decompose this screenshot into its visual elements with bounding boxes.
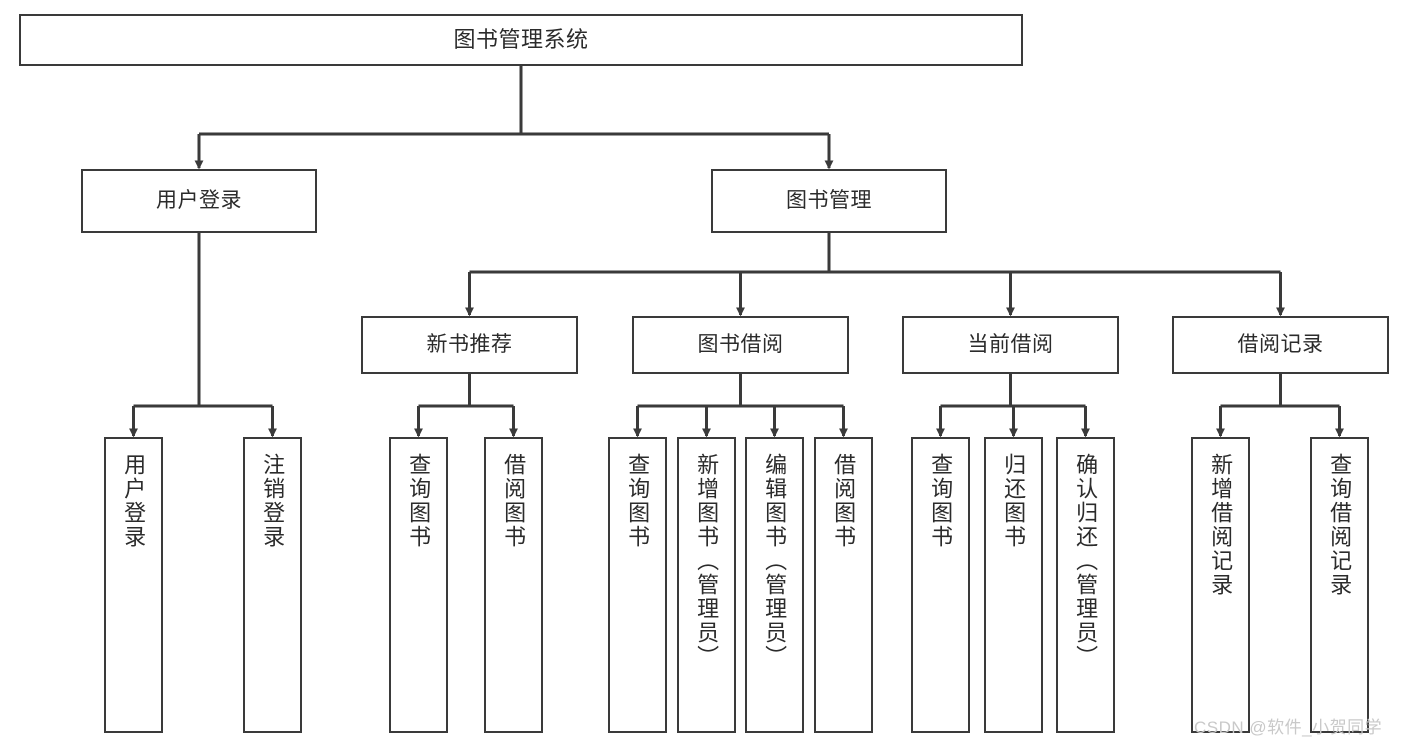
node-label-leaf-re-query: 查询借阅记录 — [1327, 453, 1353, 597]
node-label-leaf-nr-borrow: 借阅图书 — [501, 453, 527, 549]
node-label-leaf-bo-query: 查询图书 — [625, 453, 651, 549]
node-label-user-login: 用户登录 — [156, 189, 242, 213]
node-borrow[interactable]: 图书借阅 — [632, 316, 849, 374]
node-label-leaf-user-login: 用户登录 — [121, 453, 147, 549]
edge-layer — [129, 66, 1344, 438]
node-label-leaf-nr-query: 查询图书 — [406, 453, 432, 549]
node-label-leaf-bo-add: 新增图书（管理员） — [694, 453, 720, 669]
node-label-leaf-re-add: 新增借阅记录 — [1208, 453, 1234, 597]
node-leaf-user-login[interactable]: 用户登录 — [104, 437, 163, 733]
node-label-records: 借阅记录 — [1237, 333, 1324, 357]
node-label-leaf-cu-return: 归还图书 — [1001, 453, 1027, 549]
node-label-leaf-logout: 注销登录 — [260, 453, 286, 549]
node-leaf-cu-confirm[interactable]: 确认归还（管理员） — [1056, 437, 1115, 733]
node-leaf-re-query[interactable]: 查询借阅记录 — [1310, 437, 1369, 733]
node-label-new-rec: 新书推荐 — [426, 333, 513, 357]
node-leaf-bo-add[interactable]: 新增图书（管理员） — [677, 437, 736, 733]
watermark-label: CSDN @软件_小贺同学 — [1194, 718, 1383, 737]
node-leaf-bo-borrow[interactable]: 借阅图书 — [814, 437, 873, 733]
node-label-leaf-bo-edit: 编辑图书（管理员） — [762, 453, 788, 669]
node-book-mgmt[interactable]: 图书管理 — [711, 169, 947, 233]
node-leaf-cu-return[interactable]: 归还图书 — [984, 437, 1043, 733]
node-label-root: 图书管理系统 — [453, 26, 589, 52]
node-new-rec[interactable]: 新书推荐 — [361, 316, 578, 374]
node-label-leaf-cu-query: 查询图书 — [928, 453, 954, 549]
node-label-leaf-bo-borrow: 借阅图书 — [831, 453, 857, 549]
node-label-current: 当前借阅 — [967, 333, 1054, 357]
node-leaf-re-add[interactable]: 新增借阅记录 — [1191, 437, 1250, 733]
node-leaf-cu-query[interactable]: 查询图书 — [911, 437, 970, 733]
node-user-login[interactable]: 用户登录 — [81, 169, 317, 233]
node-label-borrow: 图书借阅 — [697, 333, 784, 357]
node-current[interactable]: 当前借阅 — [902, 316, 1119, 374]
node-leaf-logout[interactable]: 注销登录 — [243, 437, 302, 733]
node-label-leaf-cu-confirm: 确认归还（管理员） — [1073, 453, 1099, 669]
node-leaf-bo-query[interactable]: 查询图书 — [608, 437, 667, 733]
node-leaf-bo-edit[interactable]: 编辑图书（管理员） — [745, 437, 804, 733]
node-root[interactable]: 图书管理系统 — [19, 14, 1023, 66]
node-leaf-nr-borrow[interactable]: 借阅图书 — [484, 437, 543, 733]
node-records[interactable]: 借阅记录 — [1172, 316, 1389, 374]
node-leaf-nr-query[interactable]: 查询图书 — [389, 437, 448, 733]
node-label-book-mgmt: 图书管理 — [786, 189, 872, 213]
